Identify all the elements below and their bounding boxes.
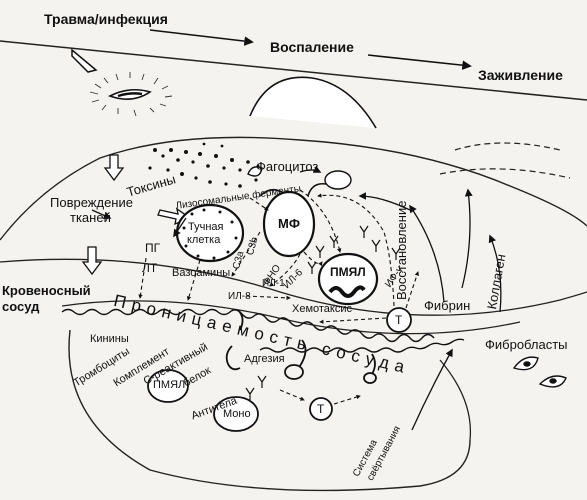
chemotaxis-label: Хемотаксис [292, 303, 353, 315]
tissue-region-outline [0, 136, 587, 241]
il1-label: ИЛ-1 [262, 278, 285, 289]
il8-label: ИЛ-8 [228, 291, 251, 302]
pmn-cell-bottom [147, 369, 189, 403]
stage-trauma-label: Травма/инфекция [44, 11, 168, 27]
t-cell-bottom [309, 397, 333, 421]
scar-icon [439, 142, 571, 179]
phagocyte-small [324, 170, 352, 190]
blood-vessel-label-1: Кровеносный [2, 283, 91, 298]
recovery-label: Восстановление [394, 200, 409, 300]
vessel-wall-outer-top [0, 258, 587, 316]
tissue-damage-label-2: тканей [70, 210, 111, 225]
mast-cell-label-1: Тучная [188, 221, 224, 233]
pmn-cell-top [317, 252, 379, 306]
fibrin-label: Фибрин [424, 298, 471, 313]
stage-arrow-1 [149, 29, 254, 46]
pmn-top-label: ПМЯЛ [330, 265, 366, 279]
mast-cell [175, 203, 245, 263]
t-cell-top [386, 307, 412, 333]
t-cell-top-label: Т [395, 313, 403, 327]
vessel-wall-inner-top [61, 300, 521, 335]
fibroblast-cells [512, 356, 567, 388]
swelling-icon [249, 76, 377, 129]
mono-cell [213, 396, 259, 432]
vessel-lumen-bottom [68, 329, 471, 492]
wound-icon [71, 48, 173, 117]
t-cell-bottom-label: Т [317, 402, 325, 416]
process-arrows [91, 165, 502, 431]
fibroblasts-label: Фибробласты [485, 337, 568, 352]
antibody-marks [245, 225, 401, 400]
skin-surface-line [0, 40, 587, 101]
vasoamines-label: Вазоамины [172, 267, 231, 279]
macrophage-cell [262, 190, 316, 258]
pg-label: ПГ [145, 241, 161, 255]
mono-label: Моно [223, 408, 251, 420]
pmn-nucleus [328, 285, 366, 298]
mast-cell-label-2: клетка [187, 234, 221, 246]
blood-vessel-label-2: сосуд [2, 299, 40, 314]
endothelium-band [61, 308, 435, 343]
adhesion-label: Адгезия [244, 353, 285, 365]
macrophage-label: МФ [278, 216, 300, 231]
pmn-bottom-label: ПМЯЛ [153, 379, 186, 391]
stage-arrow-2 [367, 54, 472, 70]
endothelium-band-lower [259, 338, 465, 353]
stage-inflammation-label: Воспаление [270, 39, 354, 55]
kinins-label: Кинины [90, 333, 129, 345]
stage-healing-label: Заживление [478, 67, 563, 83]
lt-label: ЛТ [142, 261, 158, 275]
migrating-cells [225, 309, 377, 384]
tissue-damage-label-1: Повреждение [50, 195, 133, 210]
phagocytosis-label: Фагоцитоз [256, 159, 319, 174]
signal-arrows [138, 189, 419, 405]
